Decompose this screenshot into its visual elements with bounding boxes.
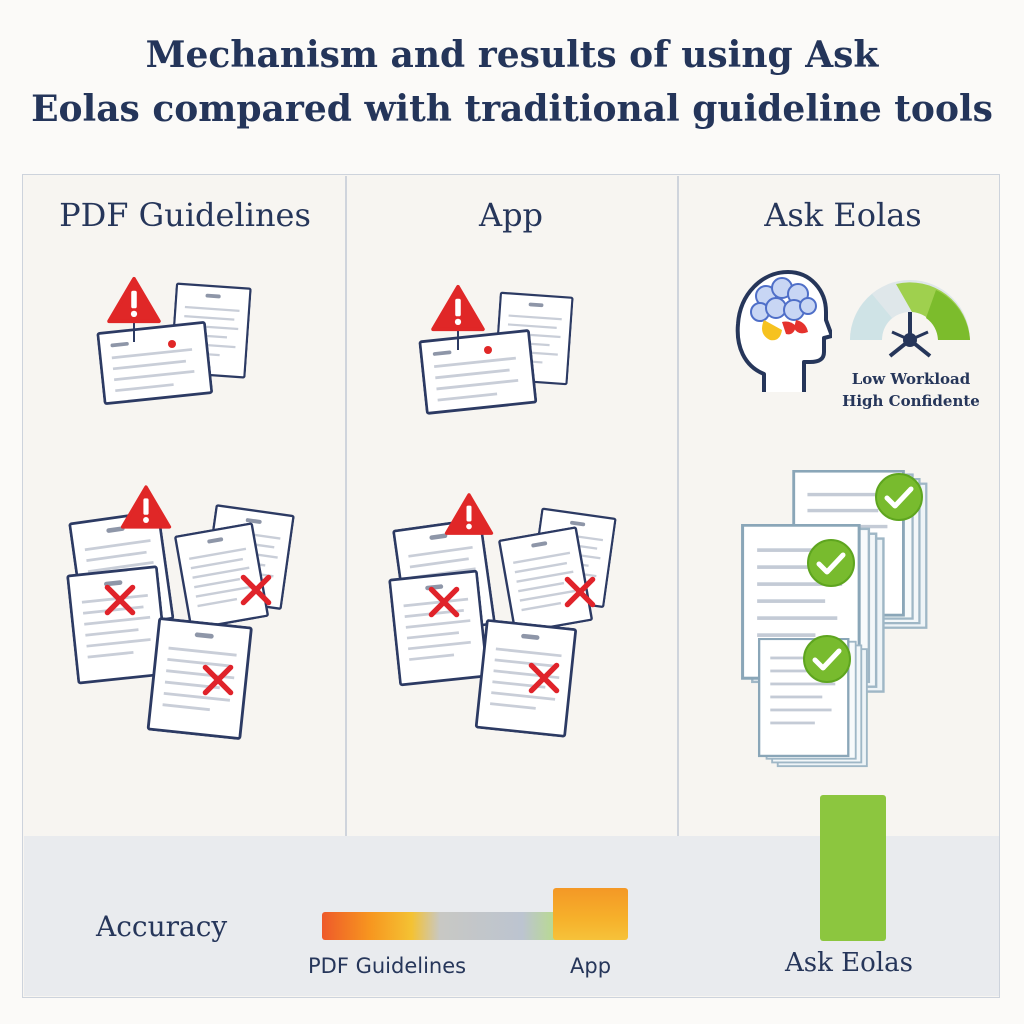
document-icon <box>66 565 170 685</box>
gauge-icon <box>850 280 970 358</box>
column-divider <box>677 176 679 836</box>
accuracy-bar-app <box>553 888 628 940</box>
column-title-app: App <box>478 196 544 234</box>
accuracy-axis-label-app: App <box>570 954 612 978</box>
warning-triangle-icon <box>107 276 161 324</box>
document-icon <box>173 521 270 631</box>
gauge-caption-line-1: Low Workload <box>851 370 971 388</box>
app-document-cluster <box>418 284 574 415</box>
title-line-2: Eolas compared with traditional guidelin… <box>31 88 993 130</box>
eolas-document-stacks <box>741 470 928 768</box>
column-title-ask-eolas: Ask Eolas <box>764 196 922 234</box>
green-check-icon <box>876 474 922 520</box>
warning-triangle-icon <box>120 485 172 529</box>
gauge-caption: Low Workload High Confidente <box>836 368 986 412</box>
pdf-error-cluster <box>66 485 295 741</box>
document-icon <box>418 328 538 415</box>
accuracy-bar-pdf <box>322 912 558 940</box>
title-line-1: Mechanism and results of using Ask <box>145 34 879 76</box>
document-icon <box>497 525 594 635</box>
warning-triangle-icon <box>444 493 494 535</box>
accuracy-bar-ask-eolas <box>820 795 886 941</box>
accuracy-label: Accuracy <box>96 910 228 943</box>
page-title: Mechanism and results of using Ask Eolas… <box>0 28 1024 136</box>
green-check-icon <box>804 636 850 682</box>
column-title-pdf: PDF Guidelines <box>59 196 311 234</box>
brain-head-icon <box>735 270 832 392</box>
accuracy-axis-label-pdf: PDF Guidelines <box>308 954 467 978</box>
column-divider <box>345 176 347 836</box>
app-error-cluster <box>388 493 617 738</box>
document-icon <box>388 569 489 687</box>
gauge-caption-line-2: High Confidente <box>842 392 980 410</box>
document-icon <box>96 320 214 406</box>
green-check-icon <box>808 540 854 586</box>
accuracy-axis-label-ask-eolas: Ask Eolas <box>785 948 913 978</box>
document-icon <box>146 616 254 741</box>
warning-triangle-icon <box>431 284 485 332</box>
document-icon <box>474 618 578 738</box>
pdf-document-cluster <box>96 276 252 406</box>
